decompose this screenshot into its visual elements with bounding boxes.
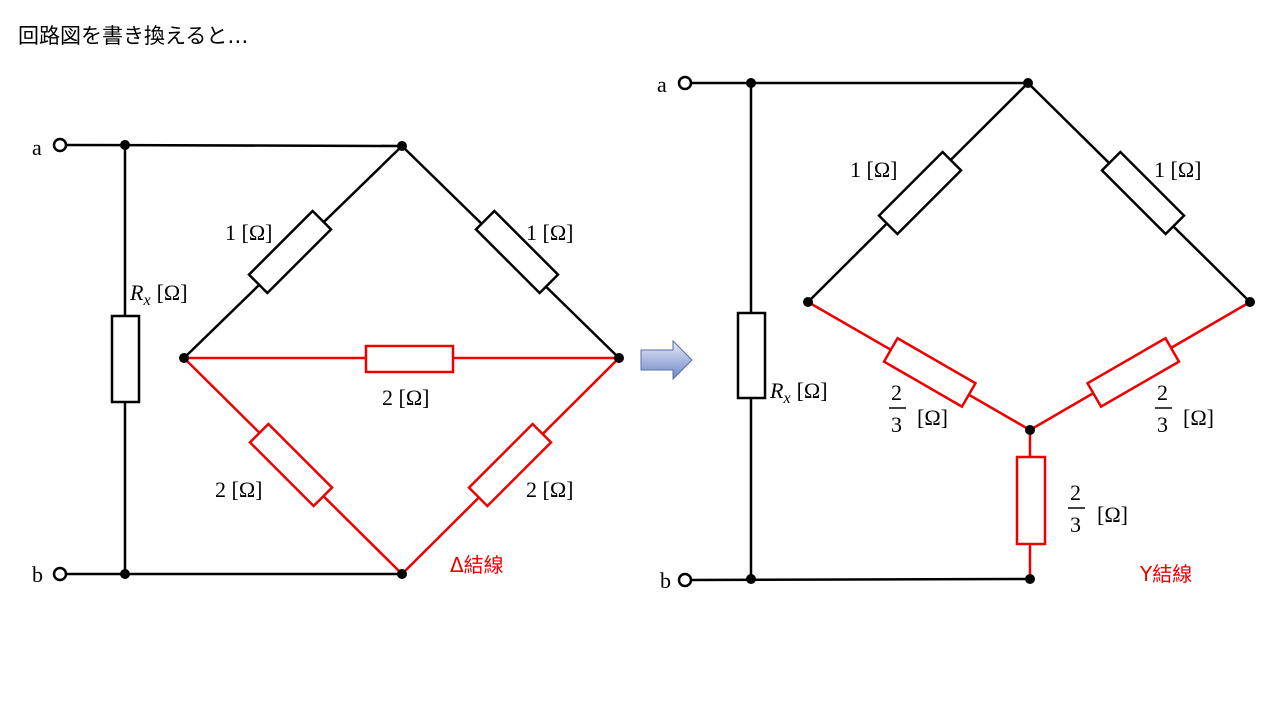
resistor-top-right bbox=[1100, 150, 1186, 236]
resistor-wye-left bbox=[882, 336, 978, 409]
svg-text:2: 2 bbox=[1157, 380, 1168, 405]
label-r-top-right: 1 [Ω] bbox=[526, 220, 574, 245]
nodes bbox=[746, 78, 1255, 584]
nodes bbox=[120, 140, 624, 579]
label-b: b bbox=[32, 562, 43, 587]
delta-circuit: a b Rx[Ω] 1 [Ω] 1 [Ω] 2 [Ω] 2 [Ω] 2 [Ω] … bbox=[32, 135, 624, 587]
wye-connection-label: Y結線 bbox=[1139, 562, 1192, 586]
arrow-right-icon bbox=[640, 339, 693, 381]
label-r-bottom-left: 2 [Ω] bbox=[215, 477, 263, 502]
resistor-top-left bbox=[247, 209, 333, 295]
label-wye-bottom: 2 3 [Ω] bbox=[1068, 480, 1128, 537]
svg-text:2: 2 bbox=[891, 380, 902, 405]
terminal-a bbox=[677, 75, 693, 91]
resistor-rx bbox=[110, 314, 141, 404]
svg-text:[Ω]: [Ω] bbox=[1183, 405, 1214, 430]
resistor-top-right bbox=[474, 209, 560, 295]
label-b: b bbox=[660, 568, 671, 593]
label-r-top-right: 1 [Ω] bbox=[1154, 157, 1202, 182]
resistor-middle bbox=[364, 344, 455, 374]
label-a: a bbox=[32, 135, 42, 160]
label-rx: Rx[Ω] bbox=[129, 280, 188, 309]
svg-text:3: 3 bbox=[1070, 512, 1081, 537]
wye-circuit: a b Rx[Ω] 1 [Ω] 1 [Ω] 2 3 [Ω] 2 3 [Ω] 2 … bbox=[657, 72, 1255, 593]
terminal-a bbox=[52, 137, 68, 153]
label-r-top-left: 1 [Ω] bbox=[850, 157, 898, 182]
resistor-wye-bottom bbox=[1015, 455, 1047, 546]
black-wires bbox=[65, 143, 620, 576]
label-wye-right: 2 3 [Ω] bbox=[1155, 380, 1214, 437]
svg-text:[Ω]: [Ω] bbox=[1097, 502, 1128, 527]
svg-text:[Ω]: [Ω] bbox=[917, 405, 948, 430]
terminal-b bbox=[677, 572, 693, 588]
svg-text:3: 3 bbox=[891, 412, 902, 437]
label-r-top-left: 1 [Ω] bbox=[225, 220, 273, 245]
slide-title: 回路図を書き換えると… bbox=[18, 24, 249, 48]
label-r-middle: 2 [Ω] bbox=[382, 385, 430, 410]
resistor-bottom-left bbox=[248, 422, 334, 508]
terminal-b bbox=[52, 566, 68, 582]
resistor-rx bbox=[736, 311, 767, 400]
resistor-wye-right bbox=[1085, 336, 1181, 409]
label-wye-left: 2 3 [Ω] bbox=[889, 380, 948, 437]
label-r-bottom-right: 2 [Ω] bbox=[526, 477, 574, 502]
svg-text:2: 2 bbox=[1070, 480, 1081, 505]
resistor-top-left bbox=[877, 150, 963, 236]
delta-connection-label: Δ結線 bbox=[450, 553, 504, 577]
svg-text:3: 3 bbox=[1157, 412, 1168, 437]
label-rx: Rx[Ω] bbox=[769, 378, 828, 407]
label-a: a bbox=[657, 72, 667, 97]
resistor-bottom-right bbox=[467, 422, 553, 508]
